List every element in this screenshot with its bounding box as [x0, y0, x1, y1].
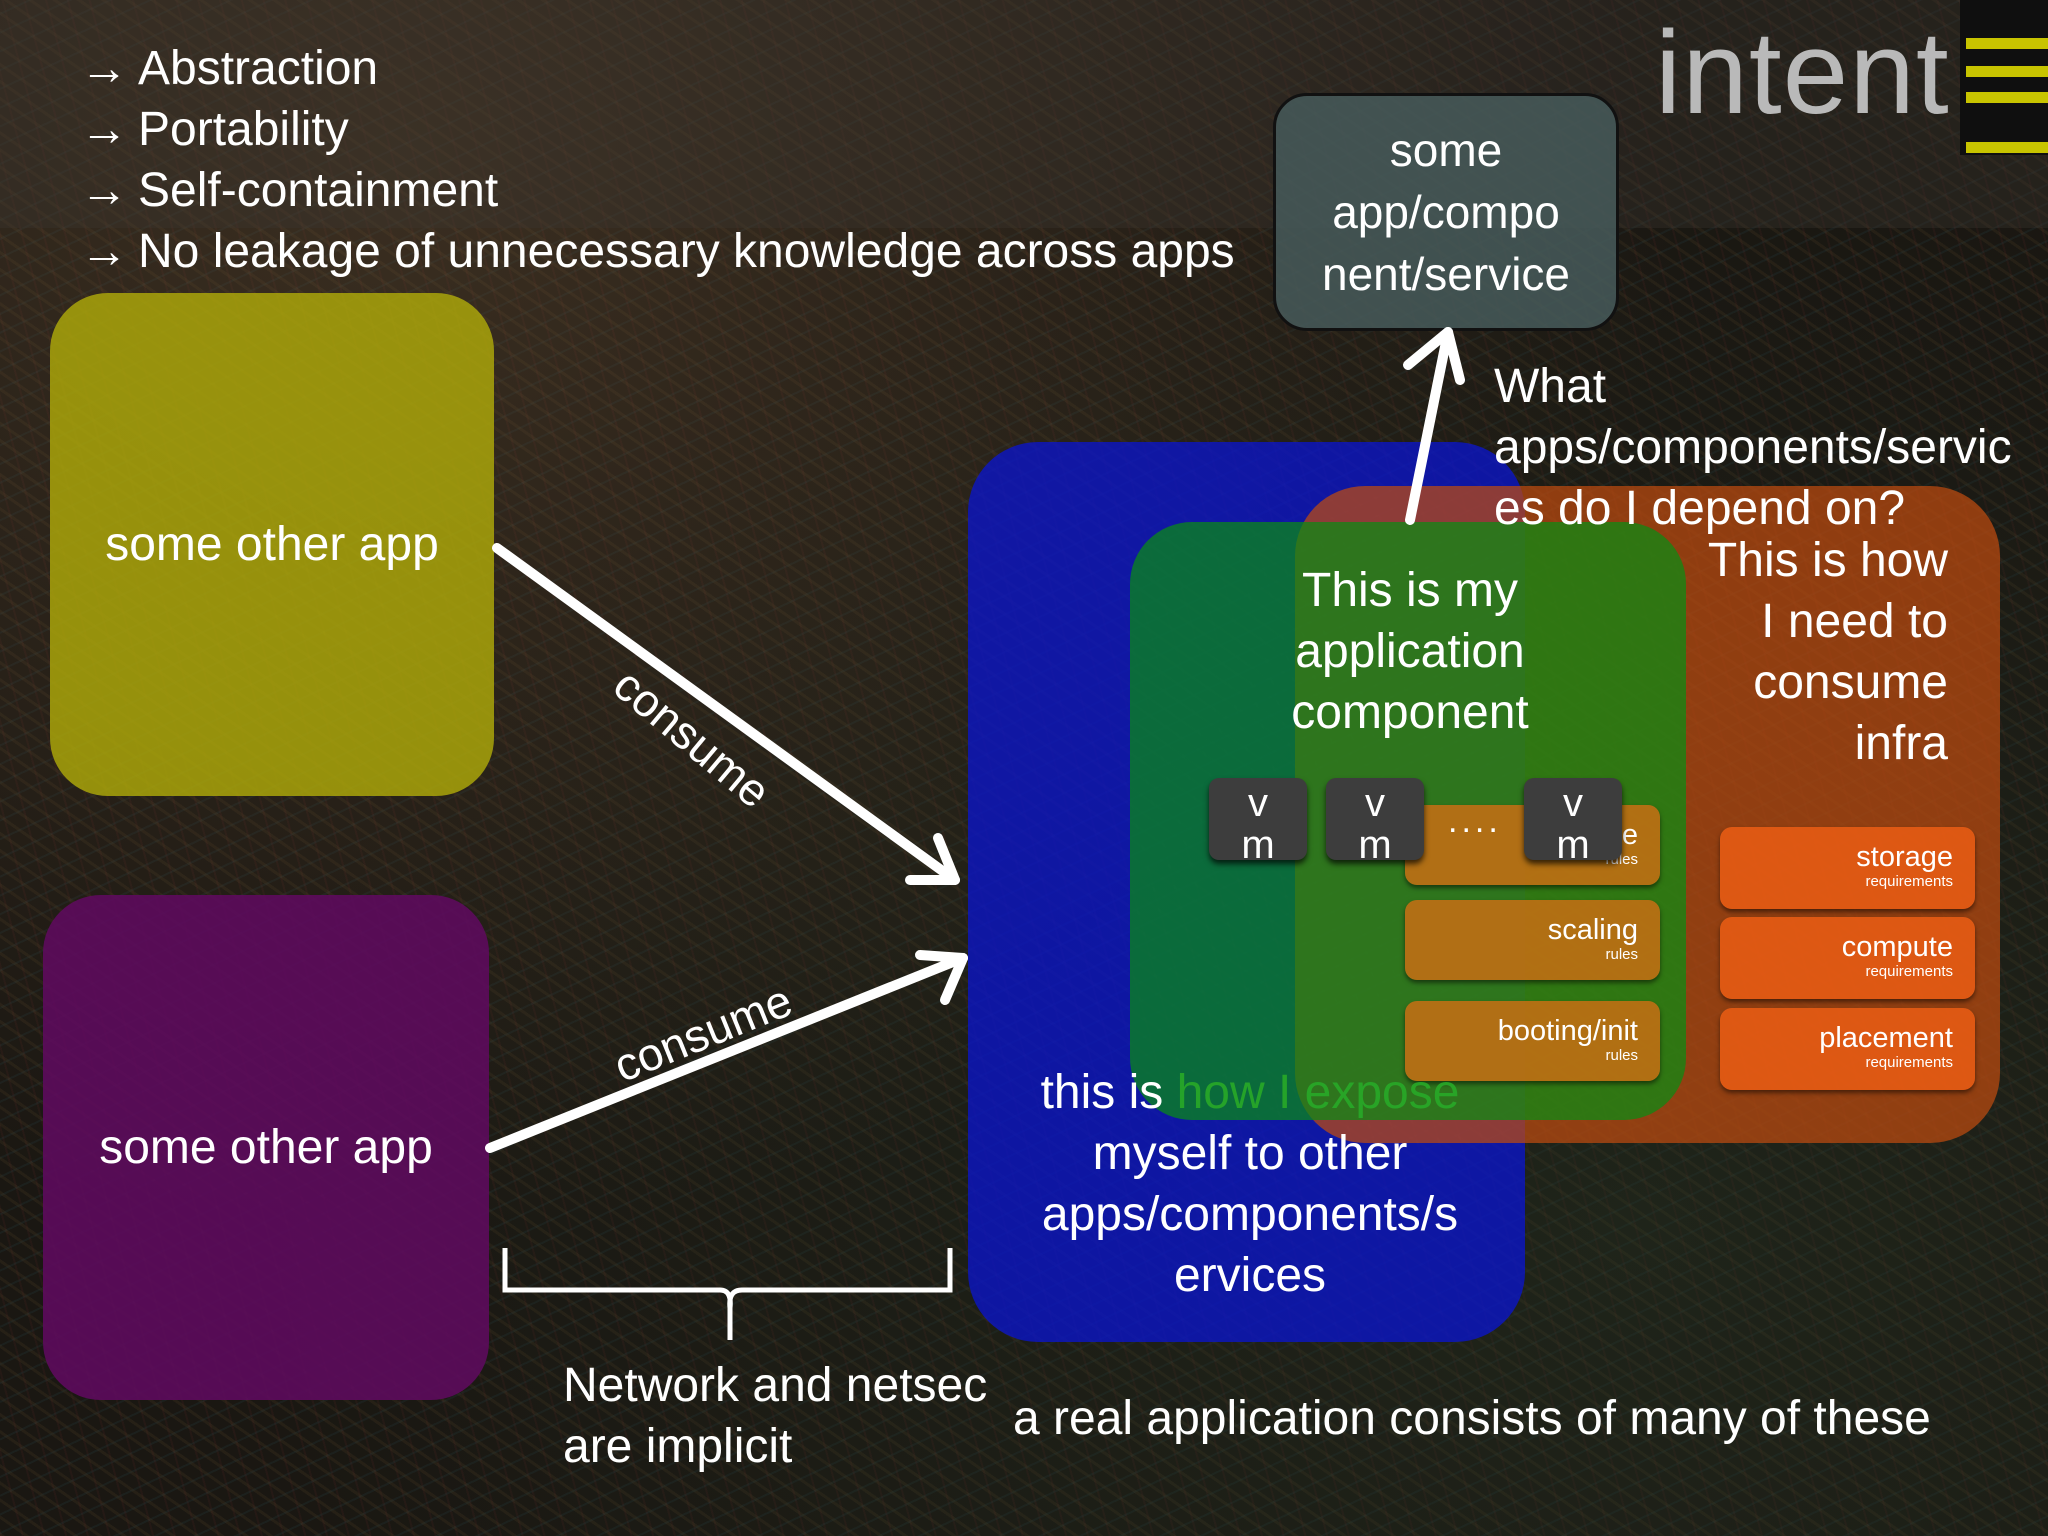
- consume-arrow-1-head: [905, 833, 960, 885]
- bullet-item: →Self-containment: [80, 160, 1235, 221]
- infra-caption: This is how I need to consume infra: [1707, 534, 1948, 770]
- real-application-caption: a real application consists of many of t…: [1013, 1392, 1931, 1445]
- accent-stripe: [1966, 142, 2048, 153]
- depend-arrow: [1405, 327, 1453, 525]
- accent-stripe: [1966, 66, 2048, 77]
- bullet-item: →Abstraction: [80, 38, 1235, 99]
- component-caption: This is my application component: [1291, 564, 1529, 739]
- title-band: [0, 0, 2048, 228]
- expose-caption: this is how I expose myself to other app…: [1040, 1066, 1460, 1302]
- dependency-question: What apps/components/servic es do I depe…: [1494, 360, 2012, 535]
- arrow-right-icon: →: [80, 225, 128, 278]
- other-app-label: some other app: [105, 518, 439, 571]
- compute-requirements-box: compute requirements: [1720, 917, 1975, 999]
- arrow-right-icon: →: [80, 164, 128, 217]
- placement-requirements-box: placement requirements: [1720, 1008, 1975, 1090]
- slide-title: intent: [1655, 7, 1950, 139]
- network-brace: [502, 1248, 953, 1340]
- bullet-item: →No leakage of unnecessary knowledge acr…: [80, 221, 1235, 282]
- bullet-item: →Portability: [80, 99, 1235, 160]
- other-app-box-1: some other app: [50, 293, 494, 796]
- depend-arrow-head: [1403, 327, 1465, 385]
- booting-rules-box: booting/init rules: [1405, 1001, 1660, 1081]
- consume-arrow-1: [492, 543, 960, 885]
- network-caption: Network and netsec are implicit: [563, 1359, 988, 1473]
- accent-stripe: [1966, 38, 2048, 49]
- bullet-list: →Abstraction →Portability →Self-containm…: [80, 38, 1235, 282]
- accent-stripe: [1966, 92, 2048, 103]
- arrow-right-icon: →: [80, 42, 128, 95]
- vm-ellipsis: ....: [1448, 802, 1502, 840]
- scaling-rules-box: scaling rules: [1405, 900, 1660, 980]
- arrow-right-icon: →: [80, 103, 128, 156]
- accent-stripes: [1960, 0, 2048, 155]
- consume-arrow-2: [485, 953, 968, 1153]
- dependency-service-box: some app/compo nent/service: [1273, 93, 1619, 331]
- other-app-label: some other app: [99, 1121, 433, 1174]
- storage-requirements-box: storage requirements: [1720, 827, 1975, 909]
- consume-arrow-2-head: [915, 950, 968, 1005]
- other-app-box-2: some other app: [43, 895, 489, 1400]
